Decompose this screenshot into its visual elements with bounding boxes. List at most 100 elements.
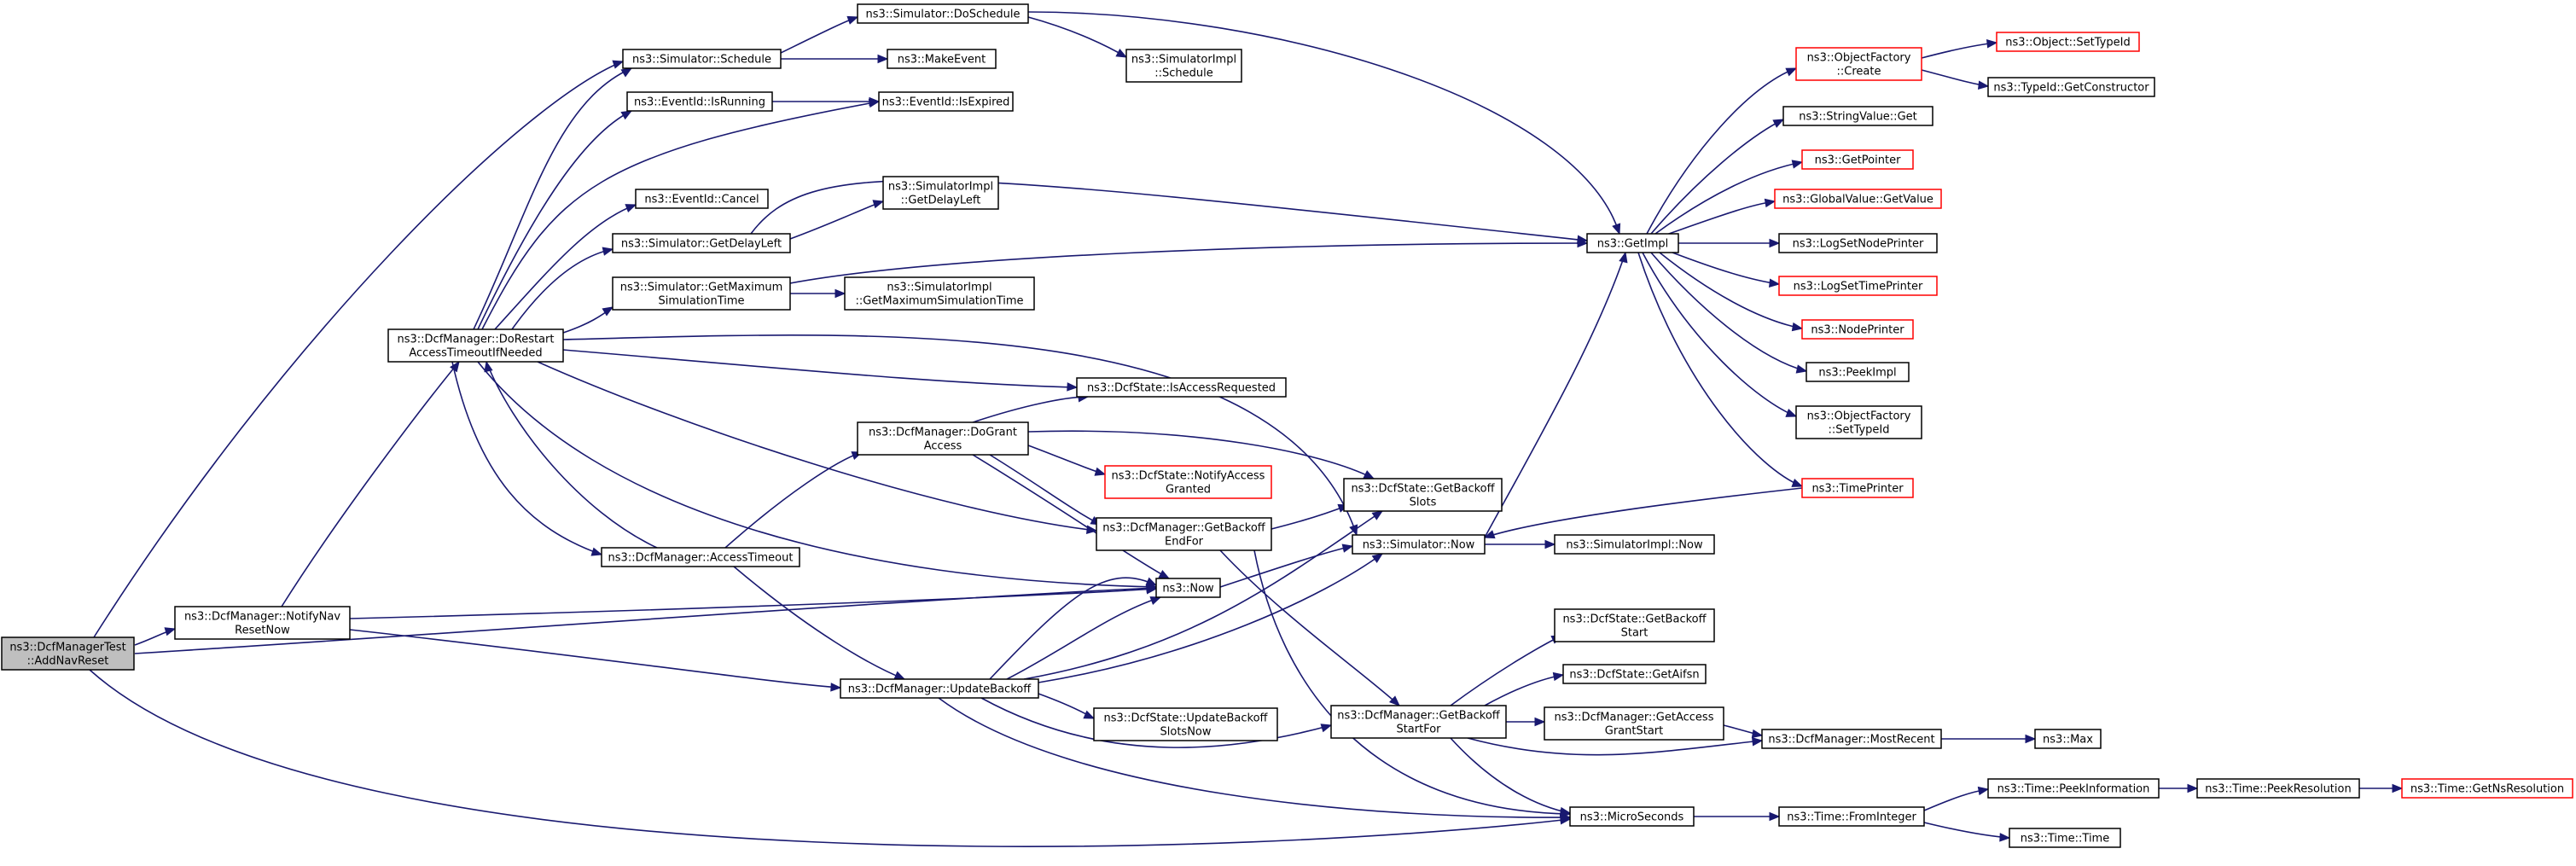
edge-arrowhead [1094, 467, 1107, 476]
node-settypeid[interactable]: ns3::Object::SetTypeId [1996, 32, 2140, 52]
edge-line [1027, 11, 1620, 235]
node-addnavreset[interactable]: ns3::DcfManagerTest::AddNavReset [1, 636, 135, 671]
node-label: ns3::Max [2043, 734, 2093, 747]
node-isexpired[interactable]: ns3::EventId::IsExpired [878, 91, 1014, 112]
node-globalvalue_get[interactable]: ns3::GlobalValue::GetValue [1774, 189, 1942, 209]
node-box [612, 276, 791, 311]
edge-line [1923, 788, 1989, 811]
node-makeevent[interactable]: ns3::MakeEvent [887, 49, 997, 69]
node-box [1155, 578, 1221, 598]
node-label: SlotsNow [1160, 726, 1212, 739]
node-label: AccessTimeoutIfNeeded [409, 347, 542, 360]
edge-getimpl-to-nodeprinter [1659, 252, 1804, 332]
edge-line [486, 361, 658, 549]
node-of_create[interactable]: ns3::ObjectFactory::Create [1795, 47, 1922, 81]
edge-schedule-to-makeevent [781, 54, 889, 64]
node-frominteger[interactable]: ns3::Time::FromInteger [1778, 806, 1925, 827]
edge-line [477, 361, 1157, 588]
node-logtimeprinter[interactable]: ns3::LogSetTimePrinter [1778, 276, 1938, 296]
node-mostrecent[interactable]: ns3::DcfManager::MostRecent [1761, 729, 1942, 749]
edge-line [780, 16, 858, 54]
node-lognodeprinter[interactable]: ns3::LogSetNodePrinter [1778, 233, 1938, 253]
edge-arrowhead [872, 200, 885, 209]
node-box [622, 49, 782, 69]
node-now[interactable]: ns3::Now [1155, 578, 1221, 598]
node-microseconds[interactable]: ns3::MicroSeconds [1569, 806, 1695, 827]
edge-getimpl-to-timeprinter [1637, 252, 1804, 487]
node-implnow[interactable]: ns3::SimulatorImpl::Now [1554, 534, 1715, 555]
node-getdelayleft[interactable]: ns3::Simulator::GetDelayLeft [612, 233, 791, 253]
edge-getimpl-to-peekimpl [1650, 252, 1808, 374]
node-label: Start [1621, 627, 1649, 640]
edge-arrowhead [1320, 724, 1333, 733]
node-label: ns3::SimulatorImpl [888, 181, 993, 194]
edge-getbackoffstartfor-to-microseconds [1450, 737, 1572, 817]
node-impl_getmaxsim[interactable]: ns3::SimulatorImpl::GetMaximumSimulation… [844, 276, 1035, 311]
edge-updatebackoff-to-updatebackoffslots [1038, 693, 1096, 719]
edge-line [1027, 430, 1375, 479]
node-accesstimeout[interactable]: ns3::DcfManager::AccessTimeout [601, 547, 800, 567]
node-impl_getdelayleft[interactable]: ns3::SimulatorImpl::GetDelayLeft [882, 176, 999, 210]
node-label: ns3::Simulator::GetMaximum [620, 282, 783, 294]
edge-arrowhead [1149, 596, 1162, 605]
node-label: ns3::GlobalValue::GetValue [1782, 194, 1933, 206]
node-isaccessrequested[interactable]: ns3::DcfState::IsAccessRequested [1076, 377, 1287, 398]
node-max[interactable]: ns3::Max [2034, 729, 2102, 749]
edge-arrowhead [1341, 543, 1354, 553]
node-label: ns3::DcfManager::DoRestart [398, 334, 555, 346]
edge-isrunning-to-isexpired [771, 96, 881, 107]
node-peekimpl[interactable]: ns3::PeekImpl [1806, 362, 1910, 382]
node-isrunning[interactable]: ns3::EventId::IsRunning [626, 91, 773, 112]
node-getnsresolution[interactable]: ns3::Time::GetNsResolution [2401, 778, 2573, 799]
edge-line [1450, 635, 1562, 706]
node-box [1801, 319, 1914, 340]
node-label: ::Create [1837, 66, 1881, 78]
edge-updatebackoff-to-getbackoffstartfor [980, 697, 1333, 748]
edge-line [281, 361, 460, 607]
node-dorestart[interactable]: ns3::DcfManager::DoRestartAccessTimeoutI… [387, 328, 564, 363]
node-label: ns3::DcfManager::GetAccess [1555, 712, 1714, 724]
edge-line [972, 454, 1170, 579]
node-simnow[interactable]: ns3::Simulator::Now [1352, 534, 1486, 555]
node-getpointer[interactable]: ns3::GetPointer [1801, 149, 1914, 170]
edge-line [1484, 252, 1626, 538]
edge-arrowhead [1791, 160, 1804, 169]
node-box [1076, 377, 1287, 398]
node-getconstructor[interactable]: ns3::TypeId::GetConstructor [1987, 77, 2155, 97]
node-getimpl[interactable]: ns3::GetImpl [1586, 233, 1679, 253]
node-label: ns3::PeekImpl [1818, 367, 1896, 380]
node-doschedule[interactable]: ns3::Simulator::DoSchedule [857, 3, 1029, 24]
edge-simnow-to-implnow [1484, 539, 1556, 549]
node-getmaxsim[interactable]: ns3::Simulator::GetMaximumSimulationTime [612, 276, 791, 311]
edge-arrowhead [2187, 783, 2199, 793]
node-cancel[interactable]: ns3::EventId::Cancel [635, 189, 769, 209]
node-time[interactable]: ns3::Time::Time [2009, 828, 2121, 848]
node-nodeprinter[interactable]: ns3::NodePrinter [1801, 319, 1914, 340]
edge-timeprinter-to-simnow [1483, 487, 1803, 539]
node-timeprinter[interactable]: ns3::TimePrinter [1801, 478, 1914, 498]
node-impl_schedule[interactable]: ns3::SimulatorImpl::Schedule [1125, 49, 1242, 83]
edge-arrowhead [1769, 811, 1781, 822]
node-box [844, 276, 1035, 311]
node-label: ns3::DcfState::IsAccessRequested [1087, 382, 1276, 395]
edge-line [724, 451, 863, 549]
node-label: ns3::DcfManager::GetBackoff [1337, 710, 1501, 723]
node-peekinformation[interactable]: ns3::Time::PeekInformation [1987, 778, 2160, 799]
node-updatebackoff[interactable]: ns3::DcfManager::UpdateBackoff [840, 678, 1039, 699]
node-getaifsn[interactable]: ns3::DcfState::GetAifsn [1562, 664, 1707, 684]
node-of_settypeid[interactable]: ns3::ObjectFactory::SetTypeId [1795, 405, 1922, 439]
node-stringvalue_get[interactable]: ns3::StringValue::Get [1782, 106, 1933, 126]
edge-line [349, 629, 841, 689]
node-peekresolution[interactable]: ns3::Time::PeekResolution [2196, 778, 2360, 799]
node-schedule[interactable]: ns3::Simulator::Schedule [622, 49, 782, 69]
node-box [1801, 478, 1914, 498]
